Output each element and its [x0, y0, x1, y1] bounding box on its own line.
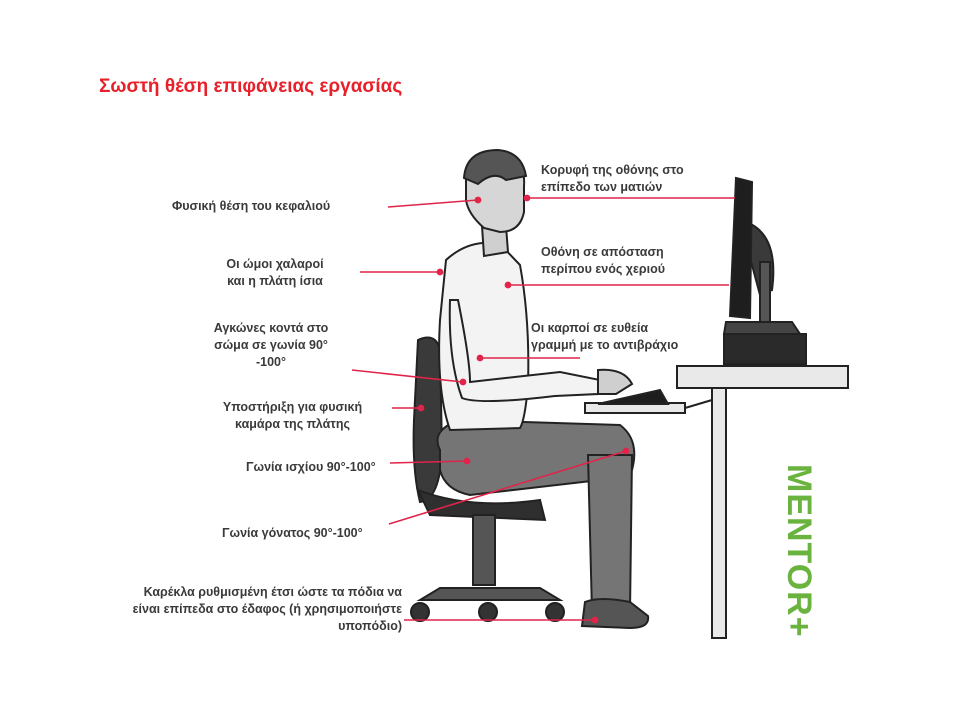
arm	[448, 299, 602, 403]
label-back: Υποστήριξη για φυσική καμάρα της πλάτης	[222, 400, 363, 431]
leader-knee	[388, 450, 627, 525]
label-wrists: Οι καρποί σε ευθεία γραμμή με το αντιβρά…	[531, 321, 679, 352]
shoe	[580, 598, 650, 630]
leader-head	[387, 199, 479, 208]
chair-column	[472, 514, 496, 586]
monitor	[722, 176, 807, 365]
desk-leg	[711, 387, 727, 639]
label-head: Φυσική θέση του κεφαλιού	[172, 199, 331, 213]
leader-hip	[389, 460, 468, 464]
desk-top	[676, 365, 849, 389]
leader-elbows	[351, 369, 464, 383]
hair	[462, 148, 528, 186]
monitor-screen	[728, 176, 754, 320]
desk	[584, 365, 849, 639]
label-knee: Γωνία γόνατος 90°-100°	[222, 526, 363, 540]
person	[436, 148, 650, 630]
monitor-base-box	[723, 333, 807, 365]
label-chair: Καρέκλα ρυθμισμένη έτσι ώστε τα πόδια να…	[132, 585, 402, 633]
label-shoulders: Οι ώμοι χαλαροί και η πλάτη ίσια	[226, 257, 324, 288]
keyboard	[597, 388, 670, 405]
label-hip: Γωνία ισχίου 90°-100°	[246, 460, 376, 474]
label-monitor-top: Κορυφή της οθόνης στο επίπεδο των ματιών	[541, 163, 684, 194]
leader-lines	[351, 194, 735, 624]
hand	[597, 368, 634, 395]
label-elbows: Αγκώνες κοντά στο σώμα σε γωνία 90° -100…	[213, 321, 329, 369]
page-title: Σωστή θέση επιφάνειας εργασίας	[99, 76, 403, 97]
thigh	[436, 418, 636, 497]
shin	[586, 454, 634, 613]
mentor-logo: MENTOR+	[780, 464, 818, 638]
label-monitor-distance: Οθόνη σε απόσταση περίπου ενός χεριού	[541, 245, 666, 276]
chair-backrest	[412, 336, 444, 504]
logo-text: MENTOR+	[780, 464, 818, 638]
